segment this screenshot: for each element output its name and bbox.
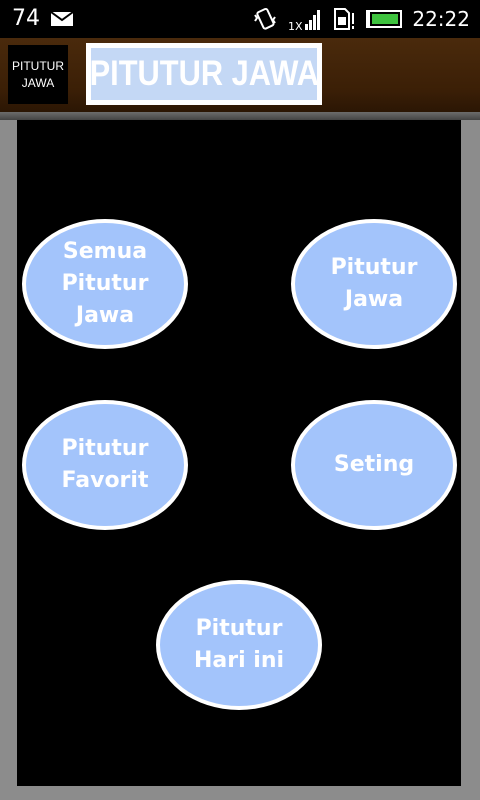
seting-label: Seting (333, 452, 415, 477)
vibrate-icon (252, 6, 278, 32)
status-bar-left: 74 (12, 6, 74, 32)
app-title: PITUTUR JAWA (89, 54, 319, 93)
notification-count: 74 (12, 6, 40, 31)
logo-line-1: PITUTUR (12, 58, 64, 73)
status-bar-right: 1X 22:22 (252, 6, 470, 33)
pitutur-favorit-label: Pitutur Favorit (61, 436, 149, 493)
app-title-inner: PITUTUR JAWA (89, 48, 319, 100)
main-menu-panel: Semua Pitutur Jawa Pitutur Jawa Pitutur … (17, 120, 461, 786)
app-title-banner: PITUTUR JAWA (86, 43, 322, 105)
pitutur-hari-ini-button[interactable]: Pitutur Hari ini (156, 580, 322, 710)
app-logo: PITUTUR JAWA (8, 45, 68, 104)
app-header: PITUTUR JAWA PITUTUR JAWA (0, 38, 480, 112)
pitutur-jawa-label: Pitutur Jawa (330, 255, 418, 312)
pitutur-favorit-button[interactable]: Pitutur Favorit (22, 400, 188, 530)
network-label: 1X (288, 20, 303, 31)
semua-pitutur-jawa-button[interactable]: Semua Pitutur Jawa (22, 219, 188, 349)
clock: 22:22 (412, 7, 470, 31)
pitutur-hari-ini-label: Pitutur Hari ini (193, 616, 285, 673)
battery-icon (366, 10, 403, 28)
logo-line-2: JAWA (21, 75, 55, 90)
semua-pitutur-jawa-label: Semua Pitutur Jawa (61, 239, 149, 328)
signal-icon: 1X (288, 7, 322, 33)
seting-button[interactable]: Seting (291, 400, 457, 530)
mail-icon (50, 11, 74, 27)
status-bar: 74 1X 22:22 (0, 0, 480, 38)
sim-icon (332, 7, 356, 31)
header-divider (0, 112, 480, 120)
pitutur-jawa-button[interactable]: Pitutur Jawa (291, 219, 457, 349)
